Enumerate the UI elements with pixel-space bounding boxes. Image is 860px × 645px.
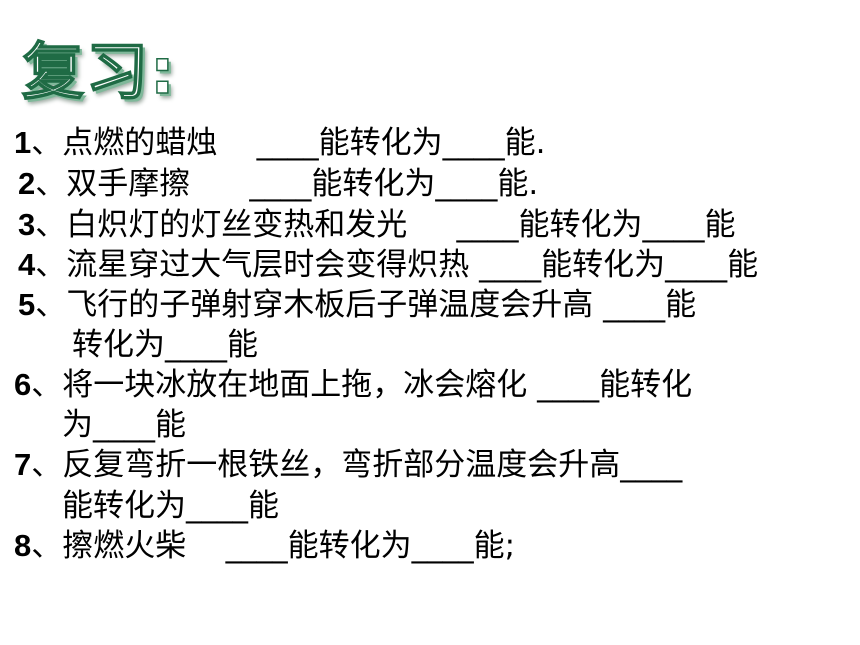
question-2: 2、双手摩擦 ____能转化为____能. (18, 165, 538, 203)
question-3: 3、白炽灯的灯丝变热和发光 ____能转化为____能 (18, 206, 736, 244)
question-text: 、飞行的子弹射穿木板后子弹温度会升高 ____能 (35, 287, 697, 323)
question-text: 、将一块冰放在地面上拖，冰会熔化 ____能转化 (31, 367, 693, 403)
question-number: 3 (18, 207, 36, 242)
page-title: 复习: (21, 35, 177, 109)
question-number: 6 (14, 367, 32, 402)
question-4: 4、流星穿过大气层时会变得炽热 ____能转化为____能 (18, 246, 758, 284)
question-8: 8、擦燃火柴 ____能转化为____能; (14, 527, 515, 565)
question-number: 7 (14, 447, 32, 482)
question-number: 8 (14, 528, 32, 563)
question-5-continuation: 转化为____能 (72, 327, 258, 363)
question-5: 5、飞行的子弹射穿木板后子弹温度会升高 ____能 (18, 286, 696, 324)
question-6-continuation: 为____能 (62, 407, 186, 443)
question-7-continuation: 能转化为____能 (62, 488, 279, 524)
question-text: 、点燃的蜡烛 ____能转化为____能. (31, 125, 546, 161)
question-text: 、白炽灯的灯丝变热和发光 ____能转化为____能 (35, 207, 736, 243)
question-number: 5 (18, 287, 36, 322)
question-number: 1 (14, 125, 32, 160)
question-text: 、反复弯折一根铁丝，弯折部分温度会升高____ (31, 447, 683, 483)
question-number: 4 (18, 247, 36, 282)
question-text: 、流星穿过大气层时会变得炽热 ____能转化为____能 (35, 247, 759, 283)
question-7: 7、反复弯折一根铁丝，弯折部分温度会升高____ (14, 446, 682, 484)
question-6: 6、将一块冰放在地面上拖，冰会熔化 ____能转化 (14, 366, 692, 404)
question-text: 、双手摩擦 ____能转化为____能. (35, 166, 539, 202)
question-text: 、擦燃火柴 ____能转化为____能; (31, 528, 516, 564)
question-1: 1、点燃的蜡烛 ____能转化为____能. (14, 124, 546, 162)
question-number: 2 (18, 166, 36, 201)
